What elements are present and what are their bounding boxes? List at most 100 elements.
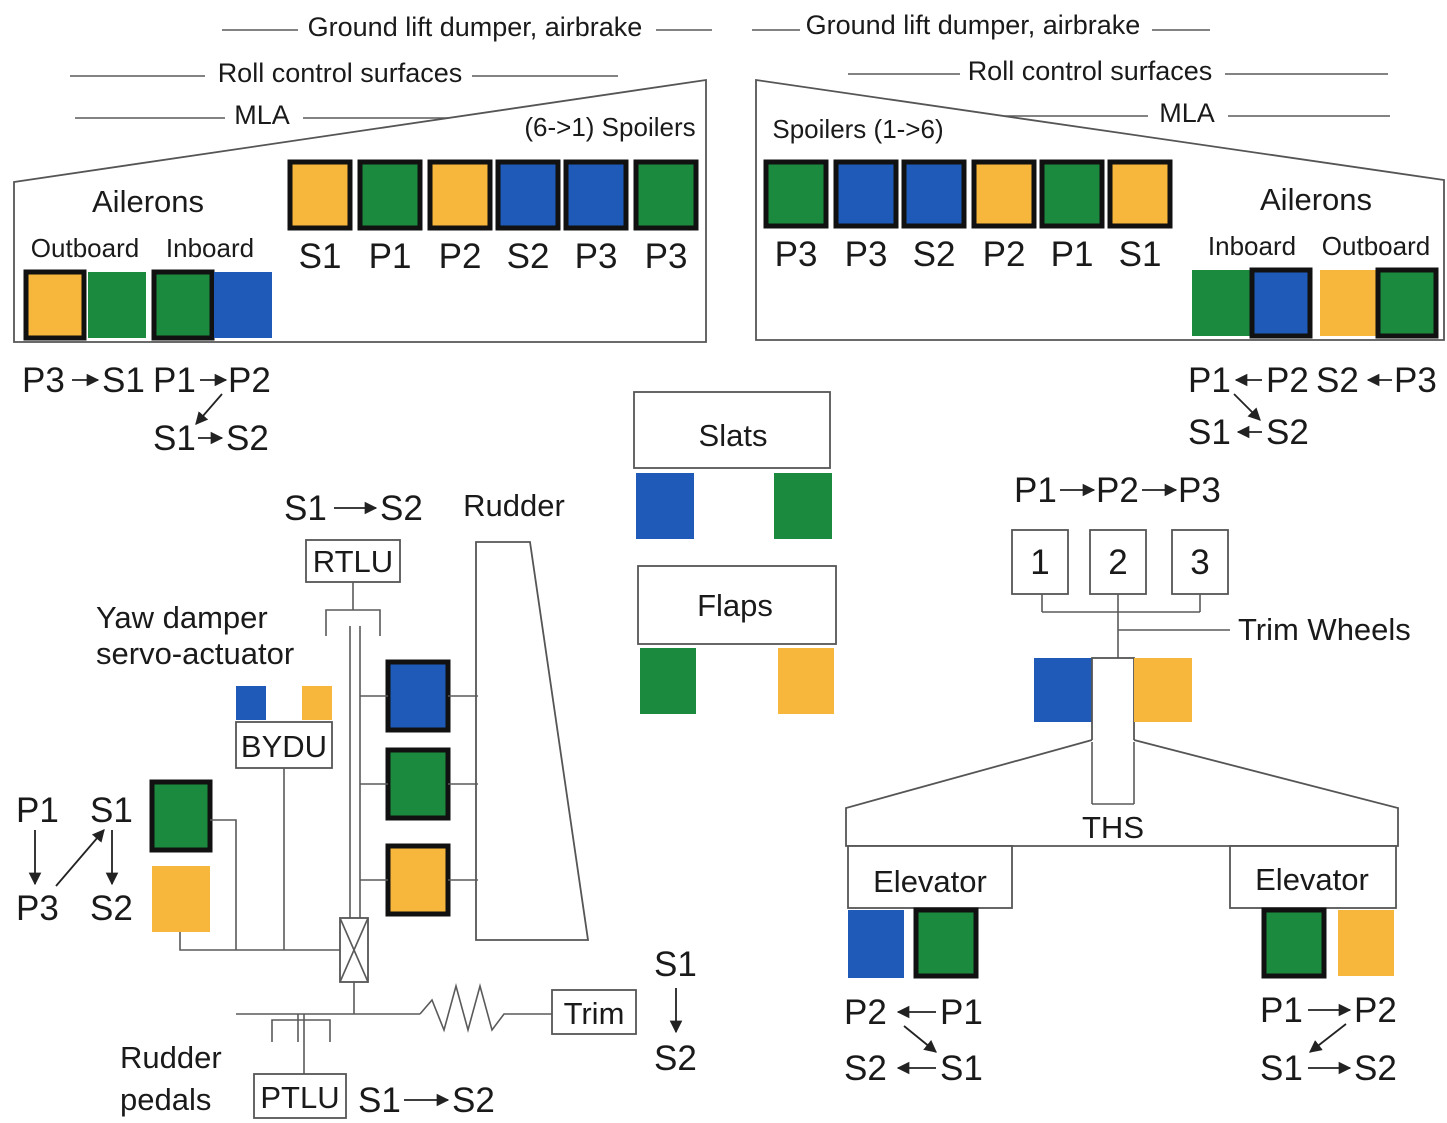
pedal-yellow-actuator: [152, 866, 210, 932]
right-hyd-s2: S2: [1316, 361, 1359, 400]
right-spoiler-6: [1107, 159, 1173, 229]
trim-hyd-s2: S2: [654, 1039, 697, 1078]
left-spoiler-label-3: P2: [439, 237, 482, 276]
pedal-hyd-p1: P1: [16, 791, 59, 830]
right-outboard-label: Outboard: [1322, 231, 1430, 261]
right-spoiler-label-6: S1: [1119, 235, 1162, 274]
left-spoiler-4: [495, 159, 561, 231]
ptlu-label: PTLU: [260, 1080, 339, 1115]
flaps-yellow-actuator: [778, 648, 834, 714]
elevator-right-box: [1229, 845, 1397, 909]
left-spoiler-label-6: P3: [645, 237, 688, 276]
slats-block: Slats: [633, 391, 832, 539]
elevator-right-label: Elevator: [1255, 862, 1369, 897]
flaps-box: [637, 565, 837, 645]
right-spoilers-label: Spoilers (1->6): [772, 114, 943, 144]
left-aileron-group: [23, 269, 272, 341]
right-spoiler-1: [763, 159, 829, 229]
right-hyd-p2: P2: [1266, 361, 1309, 400]
right-mla-label: MLA: [1159, 98, 1215, 128]
left-spoiler-label-5: P3: [575, 237, 618, 276]
left-mla-label: MLA: [234, 100, 290, 130]
left-spoiler-1: [287, 159, 353, 231]
slats-label: Slats: [699, 418, 768, 453]
rudder-actuator-2: [385, 747, 451, 821]
right-spoiler-group: P3 P3 S2 P2 P1 S1: [763, 159, 1173, 274]
right-spoiler-5: [1039, 159, 1105, 229]
elevator-left-box: [847, 845, 1013, 909]
right-aileron-actuator-4: [1375, 267, 1439, 339]
left-spoiler-5: [563, 159, 629, 231]
right-wing: Ground lift dumper, airbrake Roll contro…: [752, 10, 1445, 452]
right-hyd-s2b: S2: [1266, 413, 1309, 452]
left-hyd-p2: P2: [228, 361, 271, 400]
right-spoiler-label-2: P3: [845, 235, 888, 274]
rtlu-hyd-s1: S1: [284, 489, 327, 528]
right-aileron-actuator-3: [1320, 270, 1378, 336]
left-aileron-actuator-1: [23, 269, 87, 341]
left-hyd-s1: S1: [102, 361, 145, 400]
rudder-surface: [475, 541, 590, 941]
ths-blue-actuator: [1034, 658, 1092, 722]
left-spoiler-label-4: S2: [507, 237, 550, 276]
rtlu-label: RTLU: [313, 544, 393, 579]
right-inboard-label: Inboard: [1208, 231, 1296, 261]
bydu-box: [235, 721, 333, 769]
left-hyd-p1: P1: [153, 361, 196, 400]
rudder-label: Rudder: [463, 488, 565, 523]
elev-left-hyd-s2: S2: [844, 1049, 887, 1088]
left-roll-control-label: Roll control surfaces: [218, 58, 463, 88]
trim-motor-box-2: [1089, 529, 1147, 595]
left-aileron-actuator-3: [151, 269, 215, 341]
left-hyd-s1b: S1: [153, 419, 196, 458]
trim-motor-label-1: 1: [1030, 543, 1049, 582]
rtlu-hyd-s2: S2: [380, 489, 423, 528]
elevator-left-green-actuator: [913, 907, 979, 979]
rtlu-box: [305, 539, 401, 583]
ths-hyd-p1: P1: [1014, 471, 1057, 510]
left-aileron-actuator-2: [88, 272, 146, 338]
pedal-hyd-p3: P3: [16, 889, 59, 928]
left-ground-lift-label: Ground lift dumper, airbrake: [308, 12, 643, 42]
ths-hyd-p2: P2: [1096, 471, 1139, 510]
elevator-right-green-actuator: [1261, 907, 1327, 979]
flaps-block: Flaps: [637, 565, 837, 714]
slats-blue-actuator: [636, 473, 694, 539]
right-spoiler-label-1: P3: [775, 235, 818, 274]
pedal-green-actuator: [149, 779, 213, 853]
elevator-right-yellow-actuator: [1338, 910, 1394, 976]
left-spoiler-label-2: P1: [369, 237, 412, 276]
trim-hyd-s1: S1: [654, 945, 697, 984]
ptlu-hyd-s2: S2: [452, 1081, 495, 1120]
right-hyd-p1: P1: [1188, 361, 1231, 400]
left-hyd-p3: P3: [22, 361, 65, 400]
right-roll-control-label: Roll control surfaces: [968, 56, 1213, 86]
right-spoiler-2: [833, 159, 899, 229]
ths-hyd-p3: P3: [1178, 471, 1221, 510]
right-spoiler-label-3: S2: [913, 235, 956, 274]
trim-motor-box-3: [1171, 529, 1229, 595]
ptlu-hyd-s1: S1: [358, 1081, 401, 1120]
trim-wheels-label: Trim Wheels: [1238, 612, 1411, 647]
yaw-damper-label-2: servo-actuator: [96, 636, 294, 671]
rudder-block: S1 S2 Rudder RTLU Yaw damper servo-actua…: [16, 488, 697, 1120]
elev-right-hyd-s1: S1: [1260, 1049, 1303, 1088]
slats-box: [633, 391, 831, 469]
elev-right-hyd-p1: P1: [1260, 991, 1303, 1030]
elev-right-hyd-p2: P2: [1354, 991, 1397, 1030]
right-hyd-p3: P3: [1394, 361, 1437, 400]
right-spoiler-label-4: P2: [983, 235, 1026, 274]
pedal-hyd-s2: S2: [90, 889, 133, 928]
elevator-left-label: Elevator: [873, 864, 987, 899]
right-spoiler-4: [971, 159, 1037, 229]
bydu-label: BYDU: [241, 729, 327, 764]
trim-motor-box-1: [1011, 529, 1069, 595]
elev-left-hyd-s1: S1: [940, 1049, 983, 1088]
yaw-damper-label-1: Yaw damper: [96, 600, 268, 635]
right-spoiler-label-5: P1: [1051, 235, 1094, 274]
left-ailerons-label: Ailerons: [92, 184, 204, 219]
flaps-green-actuator: [640, 648, 696, 714]
